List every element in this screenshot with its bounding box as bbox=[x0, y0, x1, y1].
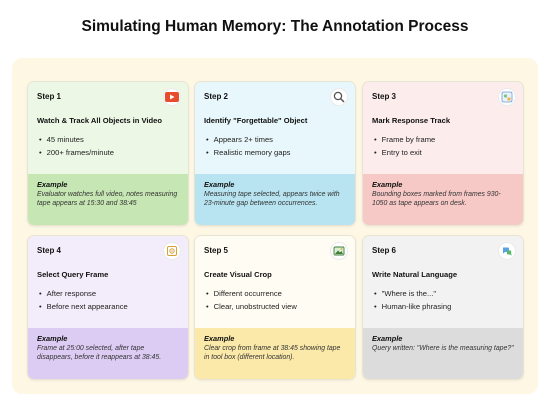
bullet-item: Human-like phrasing bbox=[372, 300, 452, 313]
bullet-item: Appears 2+ times bbox=[204, 133, 290, 146]
example-text: Clear crop from frame at 38:45 showing t… bbox=[204, 345, 341, 362]
card-title: Select Query Frame bbox=[37, 270, 109, 279]
step-card-2: Step 2 Identify "Forgettable" Object App… bbox=[194, 81, 356, 226]
bullet-list: After response Before next appearance bbox=[37, 287, 128, 313]
bullet-item: Frame by frame bbox=[372, 133, 436, 146]
step-label: Step 2 bbox=[204, 92, 229, 101]
bullet-item: Realistic memory gaps bbox=[204, 146, 291, 159]
bullet-item: "Where is the..." bbox=[372, 287, 451, 300]
example-text: Bounding boxes marked from frames 930-10… bbox=[372, 191, 501, 208]
step-label: Step 5 bbox=[204, 246, 229, 255]
bullet-item: After response bbox=[37, 287, 128, 300]
language-icon bbox=[498, 242, 516, 260]
bullet-item: Different occurrence bbox=[204, 287, 297, 300]
card-title: Create Visual Crop bbox=[204, 270, 272, 279]
video-play-icon bbox=[163, 88, 181, 106]
card-title: Write Natural Language bbox=[372, 270, 458, 279]
card-body: Step 5 Create Visual Crop Different occu… bbox=[195, 236, 355, 328]
step-card-1: Step 1 Watch & Track All Objects in Vide… bbox=[27, 81, 189, 226]
step-card-4: Step 4 Select Query Frame After response… bbox=[27, 235, 189, 380]
card-title: Mark Response Track bbox=[372, 116, 451, 125]
card-title: Watch & Track All Objects in Video bbox=[37, 116, 163, 125]
example-label: Example bbox=[37, 334, 68, 343]
card-body: Step 1 Watch & Track All Objects in Vide… bbox=[28, 82, 188, 174]
step-card-5: Step 5 Create Visual Crop Different occu… bbox=[194, 235, 356, 380]
target-frame-icon bbox=[163, 242, 181, 260]
step-label: Step 4 bbox=[37, 246, 62, 255]
bullet-list: 45 minutes 200+ frames/minute bbox=[37, 133, 114, 159]
bullet-list: Different occurrence Clear, unobstructed… bbox=[204, 287, 297, 313]
bullet-item: Entry to exit bbox=[372, 146, 435, 159]
bullet-item: 45 minutes bbox=[37, 133, 114, 146]
card-body: Step 4 Select Query Frame After response… bbox=[28, 236, 188, 328]
example-label: Example bbox=[372, 180, 403, 189]
magnifier-icon bbox=[330, 88, 348, 106]
example-label: Example bbox=[37, 180, 68, 189]
card-body: Step 3 Mark Response Track Frame by fram… bbox=[363, 82, 523, 174]
bullet-list: "Where is the..." Human-like phrasing bbox=[372, 287, 452, 313]
example-label: Example bbox=[372, 334, 403, 343]
example-text: Query written: "Where is the measuring t… bbox=[372, 345, 514, 352]
example-box: Example Evaluator watches full video, no… bbox=[28, 174, 188, 225]
step-card-3: Step 3 Mark Response Track Frame by fram… bbox=[362, 81, 524, 226]
card-title: Identify "Forgettable" Object bbox=[204, 116, 308, 125]
example-label: Example bbox=[204, 334, 235, 343]
card-body: Step 6 Write Natural Language "Where is … bbox=[363, 236, 523, 328]
example-text: Evaluator watches full video, notes meas… bbox=[37, 191, 178, 208]
step-label: Step 6 bbox=[372, 246, 397, 255]
step-card-6: Step 6 Write Natural Language "Where is … bbox=[362, 235, 524, 380]
tracking-icon bbox=[498, 88, 516, 106]
example-box: Example Frame at 25:00 selected, after t… bbox=[28, 328, 188, 379]
example-box: Example Query written: "Where is the mea… bbox=[363, 328, 523, 379]
card-body: Step 2 Identify "Forgettable" Object App… bbox=[195, 82, 355, 174]
example-text: Measuring tape selected, appears twice w… bbox=[204, 191, 340, 208]
bullet-list: Appears 2+ times Realistic memory gaps bbox=[204, 133, 291, 159]
step-label: Step 3 bbox=[372, 92, 397, 101]
example-text: Frame at 25:00 selected, after tape disa… bbox=[37, 345, 162, 362]
bullet-item: Clear, unobstructed view bbox=[204, 300, 297, 313]
step-label: Step 1 bbox=[37, 92, 62, 101]
bullet-item: 200+ frames/minute bbox=[37, 146, 114, 159]
example-box: Example Bounding boxes marked from frame… bbox=[363, 174, 523, 225]
example-box: Example Measuring tape selected, appears… bbox=[195, 174, 355, 225]
page-title: Simulating Human Memory: The Annotation … bbox=[81, 18, 469, 35]
bullet-list: Frame by frame Entry to exit bbox=[372, 133, 436, 159]
example-label: Example bbox=[204, 180, 235, 189]
example-box: Example Clear crop from frame at 38:45 s… bbox=[195, 328, 355, 379]
bullet-item: Before next appearance bbox=[37, 300, 128, 313]
crop-image-icon bbox=[330, 242, 348, 260]
